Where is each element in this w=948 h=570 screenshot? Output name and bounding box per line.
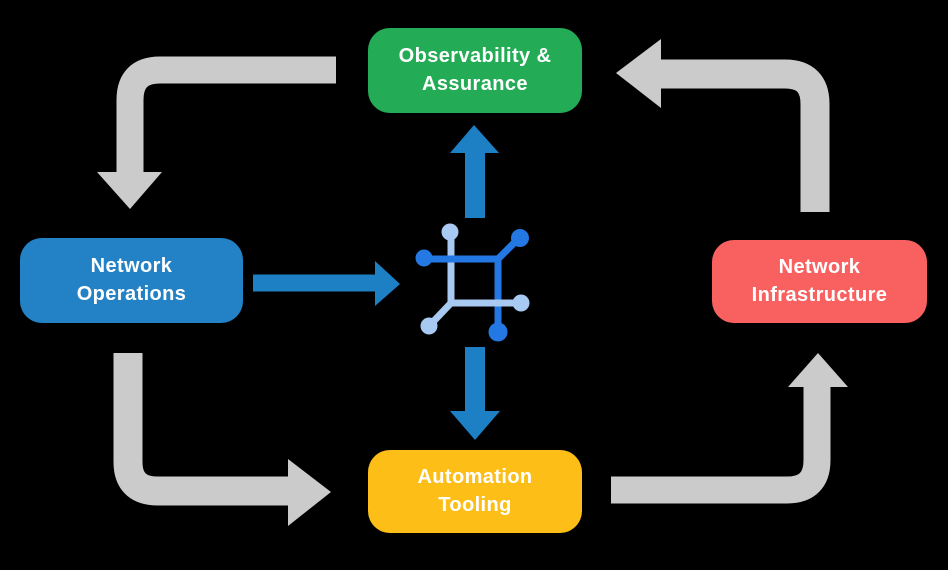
icon-node-right xyxy=(512,294,530,312)
node-observability-assurance: Observability & Assurance xyxy=(368,28,582,113)
arrow-head-right xyxy=(375,261,400,306)
arrow-head-down xyxy=(97,172,162,209)
node-automation-tooling: Automation Tooling xyxy=(368,450,582,533)
arrow-head-up xyxy=(450,125,499,153)
arrow-infrastructure-to-observability xyxy=(616,39,830,212)
icon-node-bottom xyxy=(488,322,508,342)
icon-node-bottom-left xyxy=(420,317,438,335)
arrow-shaft xyxy=(116,56,336,174)
arrow-operations-to-center xyxy=(253,261,400,306)
arrow-automation-to-infrastructure xyxy=(611,353,848,504)
network-mesh-icon xyxy=(415,223,530,342)
node-observability-assurance-label: Observability & Assurance xyxy=(398,44,552,95)
icon-node-left xyxy=(415,249,433,267)
node-network-operations-label: Network Operations xyxy=(76,254,187,305)
arrow-center-to-observability xyxy=(450,125,499,218)
arrow-observability-to-operations xyxy=(97,56,336,209)
node-network-infrastructure-label: Network Infrastructure xyxy=(751,255,888,306)
arrow-shaft xyxy=(661,59,830,212)
node-network-infrastructure: Network Infrastructure xyxy=(712,240,927,323)
arrow-head-left xyxy=(616,39,661,108)
node-automation-tooling-label: Automation Tooling xyxy=(417,465,533,516)
node-network-operations: Network Operations xyxy=(20,238,243,323)
arrow-head-down xyxy=(450,411,500,440)
arrow-head-right xyxy=(288,459,331,526)
arrow-center-to-automation xyxy=(450,347,500,440)
icon-node-top-right xyxy=(511,229,529,247)
icon-node-top xyxy=(441,223,459,241)
arrow-shaft xyxy=(113,353,289,506)
arrow-head-up xyxy=(788,353,848,387)
arrow-shaft xyxy=(611,386,831,504)
arrow-operations-to-automation xyxy=(113,353,331,526)
